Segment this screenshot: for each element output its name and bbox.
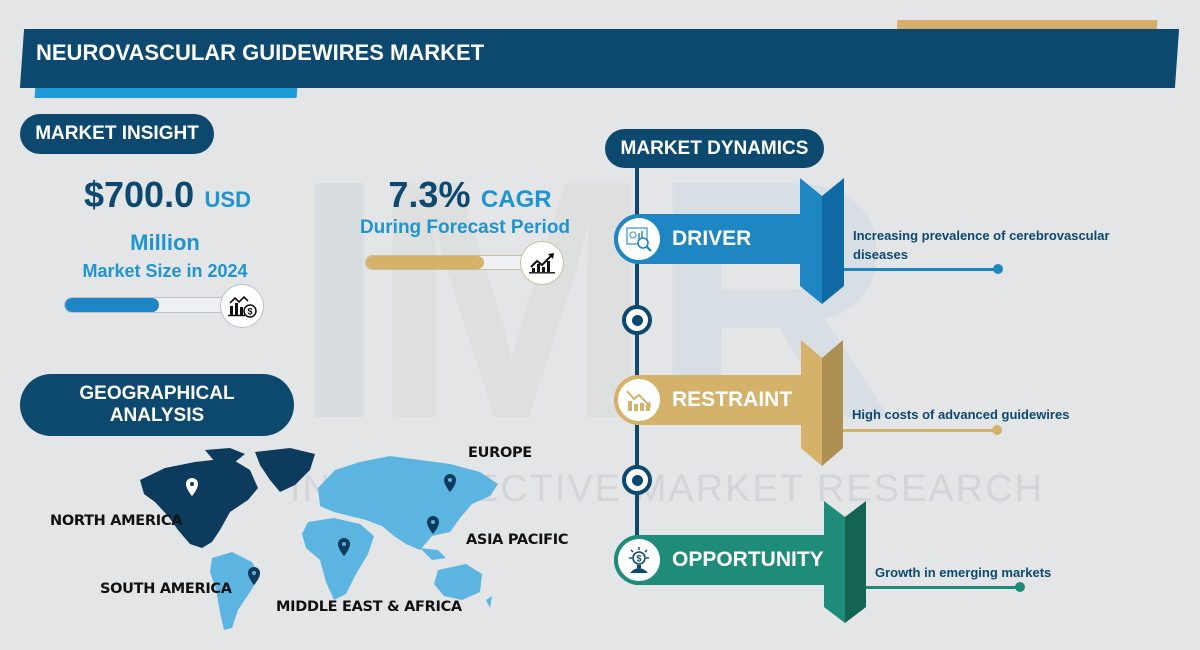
svg-text:$: $	[636, 554, 641, 564]
opportunity-connector-dot	[1015, 582, 1025, 592]
opportunity-band: $ OPPORTUNITY	[614, 535, 826, 585]
restraint-connector-dot	[992, 425, 1002, 435]
cagr-progress-fill	[366, 256, 484, 269]
chart-dollar-icon: $	[220, 284, 264, 328]
market-size-caption: Market Size in 2024	[82, 261, 248, 281]
watermark-letter-i: I	[292, 110, 387, 490]
cagr-value: 7.3%	[388, 174, 471, 215]
driver-connector	[844, 268, 996, 271]
driver-description: Increasing prevalence of cerebrovascular…	[853, 228, 1110, 262]
idea-dollar-icon: $	[614, 535, 664, 585]
geographical-analysis-label: GEOGRAPHICAL ANALYSIS	[20, 374, 294, 436]
region-middle-east-africa: MIDDLE EAST & AFRICA	[276, 599, 462, 615]
australia-shape	[434, 564, 482, 600]
region-asia-pacific: ASIA PACIFIC	[466, 532, 569, 548]
restraint-band: RESTRAINT	[614, 375, 802, 425]
driver-label: DRIVER	[672, 227, 752, 250]
market-size-value-row: $700.0 USD	[40, 174, 295, 216]
restraint-label: RESTRAINT	[672, 388, 793, 411]
data-analysis-icon	[614, 214, 664, 264]
pin-north-america-icon	[186, 478, 198, 496]
market-size-progress-fill	[65, 298, 160, 312]
north-america-shape	[140, 458, 258, 548]
region-north-america: NORTH AMERICA	[50, 513, 183, 529]
geo-label-line1: GEOGRAPHICAL	[79, 383, 235, 404]
timeline-node-2	[622, 465, 652, 495]
svg-text:$: $	[247, 307, 252, 317]
declining-chart-icon	[614, 375, 664, 425]
africa-shape	[302, 518, 374, 600]
market-insight-label: MARKET INSIGHT	[20, 114, 214, 154]
market-dynamics-label: MARKET DYNAMICS	[605, 129, 824, 168]
south-america-shape	[210, 552, 260, 630]
driver-band: DRIVER	[614, 214, 802, 264]
opportunity-ribbon	[824, 501, 866, 623]
geo-label-line2: ANALYSIS	[109, 405, 205, 426]
driver-ribbon	[800, 178, 844, 304]
region-south-america: SOUTH AMERICA	[100, 581, 232, 597]
pin-middle-east-africa-icon	[338, 538, 350, 556]
pin-south-america-icon	[248, 567, 260, 585]
cagr-progress	[365, 255, 535, 270]
market-size-scale: Million	[130, 230, 200, 255]
market-size-value: $700.0	[83, 174, 195, 215]
timeline-node-1	[622, 305, 652, 335]
cagr-value-row: 7.3% CAGR	[350, 174, 590, 216]
pin-europe-icon	[444, 474, 456, 492]
opportunity-connector	[866, 586, 1018, 589]
growth-chart-icon	[520, 241, 564, 285]
pin-asia-pacific-icon	[427, 516, 439, 534]
world-map	[140, 448, 498, 630]
watermark-letter-m: M	[370, 110, 654, 490]
page-title: NEUROVASCULAR GUIDEWIRES MARKET	[36, 40, 485, 65]
opportunity-label: OPPORTUNITY	[672, 548, 824, 571]
driver-connector-dot	[993, 264, 1003, 274]
region-europe: EUROPE	[468, 445, 532, 461]
opportunity-description: Growth in emerging markets	[875, 565, 1052, 580]
restraint-ribbon	[801, 340, 843, 466]
restraint-description: High costs of advanced guidewires	[852, 407, 1070, 422]
greenland-shape	[255, 448, 315, 492]
cagr-unit: CAGR	[480, 186, 552, 213]
restraint-connector	[843, 429, 995, 432]
market-size-progress	[64, 297, 234, 313]
cagr-caption: During Forecast Period	[359, 217, 571, 238]
market-size-unit: USD	[204, 187, 251, 212]
